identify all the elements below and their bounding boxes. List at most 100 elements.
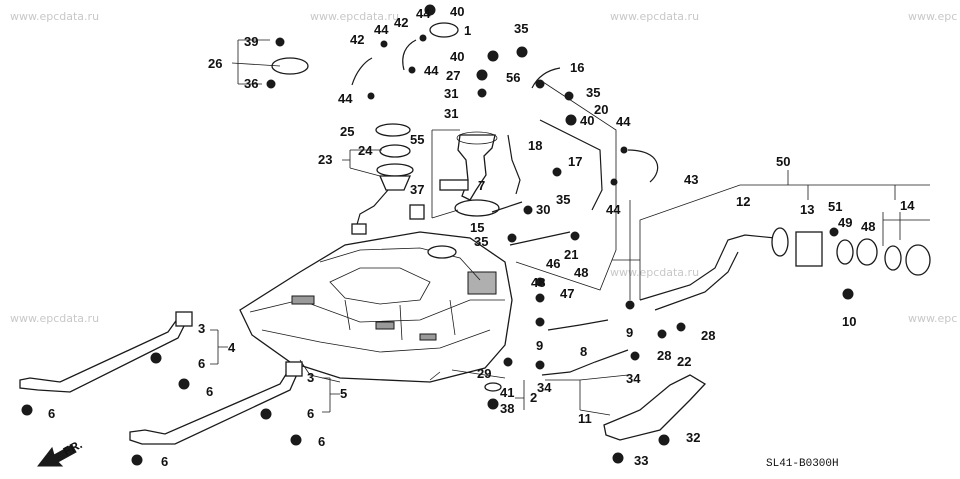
callout-16[interactable]: 16: [570, 60, 584, 75]
bolt-6-c[interactable]: [21, 404, 33, 416]
callout-10[interactable]: 10: [842, 314, 856, 329]
hose-11[interactable]: [541, 349, 629, 376]
callout-6[interactable]: 6: [307, 406, 314, 421]
callout-27[interactable]: 27: [446, 68, 460, 83]
part-10[interactable]: [842, 288, 854, 300]
callout-24[interactable]: 24: [358, 143, 373, 158]
callout-40[interactable]: 40: [450, 49, 464, 64]
bolt-29[interactable]: [503, 357, 513, 367]
clip-44-b[interactable]: [419, 34, 427, 42]
nut-40-mid[interactable]: [487, 50, 499, 62]
clip-34-a[interactable]: [535, 360, 545, 370]
bolt-6-f[interactable]: [131, 454, 143, 466]
callout-40[interactable]: 40: [580, 113, 594, 128]
hose-47-8[interactable]: [547, 319, 609, 331]
callout-49[interactable]: 49: [838, 215, 852, 230]
callout-35[interactable]: 35: [556, 192, 570, 207]
callout-33[interactable]: 33: [634, 453, 648, 468]
pipe-15[interactable]: [491, 201, 523, 213]
callout-36[interactable]: 36: [244, 76, 258, 91]
callout-35[interactable]: 35: [586, 85, 600, 100]
filler-neck-end[interactable]: [771, 227, 789, 257]
callout-42[interactable]: 42: [350, 32, 364, 47]
part-37[interactable]: [409, 204, 425, 220]
callout-42[interactable]: 42: [394, 15, 408, 30]
clip-48-a[interactable]: [535, 277, 545, 287]
callout-56[interactable]: 56: [506, 70, 520, 85]
washer-41[interactable]: [484, 382, 502, 392]
nut-32[interactable]: [658, 434, 670, 446]
callout-32[interactable]: 32: [686, 430, 700, 445]
callout-8[interactable]: 8: [580, 344, 587, 359]
bolt-28-a[interactable]: [657, 329, 667, 339]
callout-35[interactable]: 35: [474, 234, 488, 249]
callout-30[interactable]: 30: [536, 202, 550, 217]
cap-26[interactable]: [271, 57, 309, 75]
callout-50[interactable]: 50: [776, 154, 790, 169]
part-49[interactable]: [836, 239, 854, 265]
guard-22[interactable]: [603, 374, 707, 441]
callout-18[interactable]: 18: [528, 138, 542, 153]
clip-17[interactable]: [552, 167, 562, 177]
bolt-6-b[interactable]: [150, 352, 162, 364]
nut-40-right[interactable]: [565, 114, 577, 126]
callout-4[interactable]: 4: [228, 340, 236, 355]
fuel-cap-14[interactable]: [905, 244, 931, 276]
fuel-gauge-unit[interactable]: [351, 163, 414, 235]
bolt-6-a[interactable]: [178, 378, 190, 390]
clip-44-d[interactable]: [408, 66, 416, 74]
clip-9-a[interactable]: [535, 317, 545, 327]
callout-28[interactable]: 28: [701, 328, 715, 343]
callout-39[interactable]: 39: [244, 34, 258, 49]
callout-9[interactable]: 9: [626, 325, 633, 340]
bolt-33[interactable]: [612, 452, 624, 464]
callout-44[interactable]: 44: [374, 22, 389, 37]
callout-26[interactable]: 26: [208, 56, 222, 71]
callout-21[interactable]: 21: [564, 247, 578, 262]
callout-3[interactable]: 3: [198, 321, 205, 336]
callout-48[interactable]: 48: [531, 275, 545, 290]
callout-13[interactable]: 13: [800, 202, 814, 217]
clip-44-c[interactable]: [367, 92, 375, 100]
callout-20[interactable]: 20: [594, 102, 608, 117]
callout-44[interactable]: 44: [424, 63, 439, 78]
callout-6[interactable]: 6: [318, 434, 325, 449]
callout-22[interactable]: 22: [677, 354, 691, 369]
callout-47[interactable]: 47: [560, 286, 574, 301]
hose-42-left[interactable]: [351, 57, 373, 86]
hose-16[interactable]: [531, 67, 561, 89]
callout-3[interactable]: 3: [307, 370, 314, 385]
callout-11[interactable]: 11: [578, 411, 592, 426]
nut-40-top[interactable]: [424, 4, 436, 16]
callout-7[interactable]: 7: [478, 178, 485, 193]
filler-pipe-12[interactable]: [639, 234, 776, 301]
filler-base-13[interactable]: [795, 231, 823, 267]
bolt-51[interactable]: [829, 227, 839, 237]
callout-43[interactable]: 43: [684, 172, 698, 187]
fuel-tank[interactable]: [239, 231, 513, 383]
callout-37[interactable]: 37: [410, 182, 424, 197]
screw-39[interactable]: [275, 37, 285, 47]
clip-56[interactable]: [535, 79, 545, 89]
callout-2[interactable]: 2: [530, 390, 537, 405]
callout-6[interactable]: 6: [198, 356, 205, 371]
clip-44-e[interactable]: [620, 146, 628, 154]
callout-40[interactable]: 40: [450, 4, 464, 19]
fuel-pump-assembly[interactable]: [439, 131, 500, 217]
callout-44[interactable]: 44: [416, 6, 431, 21]
callout-38[interactable]: 38: [500, 401, 514, 416]
callout-34[interactable]: 34: [537, 380, 552, 395]
callout-44[interactable]: 44: [606, 202, 621, 217]
clip-44-f[interactable]: [610, 178, 618, 186]
hose-43[interactable]: [627, 149, 659, 183]
callout-31[interactable]: 31: [444, 86, 458, 101]
tank-strap-front[interactable]: [19, 311, 193, 393]
bolt-6-d[interactable]: [260, 408, 272, 420]
pipe-20[interactable]: [539, 119, 603, 211]
pipe-46[interactable]: [509, 231, 571, 246]
clip-30[interactable]: [523, 205, 533, 215]
gasket-14[interactable]: [884, 245, 902, 271]
callout-6[interactable]: 6: [206, 384, 213, 399]
callout-29[interactable]: 29: [477, 366, 491, 381]
clip-21[interactable]: [570, 231, 580, 241]
